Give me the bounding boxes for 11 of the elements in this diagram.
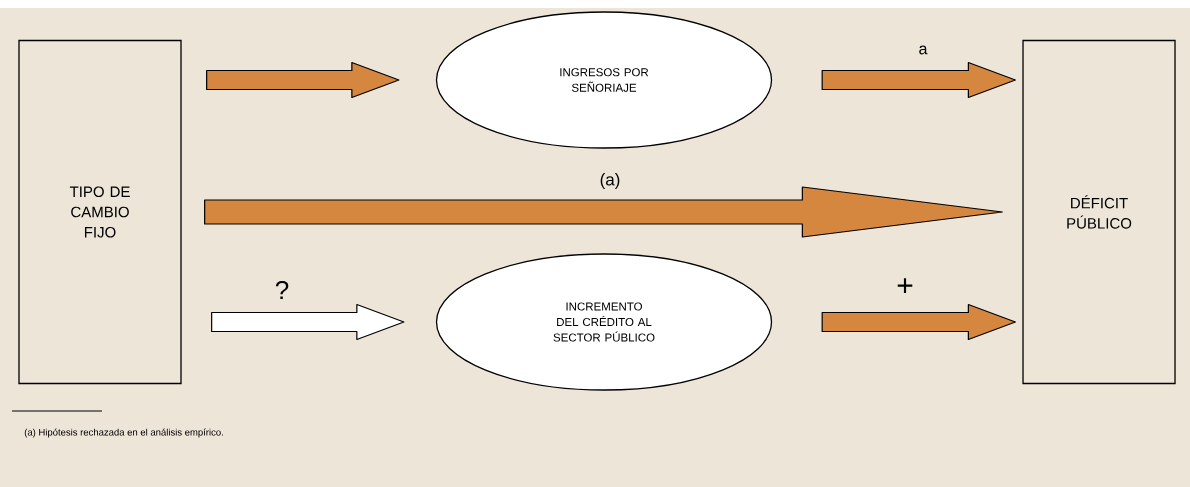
block-arrow [821,303,1016,341]
edge-label: + [895,277,915,297]
block-arrow [204,186,1003,238]
edge-label: (a) [598,172,622,190]
footnote: (a) Hipótesis rechazada en el análisis empírico. [24,428,223,438]
concept-box: DÉFICIT PÚBLICO [1022,39,1176,385]
block-arrow [821,61,1016,99]
block-arrow [211,303,405,341]
concept-box: TIPO DE CAMBIO FIJO [18,39,182,385]
edge-label: a [917,44,929,56]
block-arrow [206,61,400,99]
